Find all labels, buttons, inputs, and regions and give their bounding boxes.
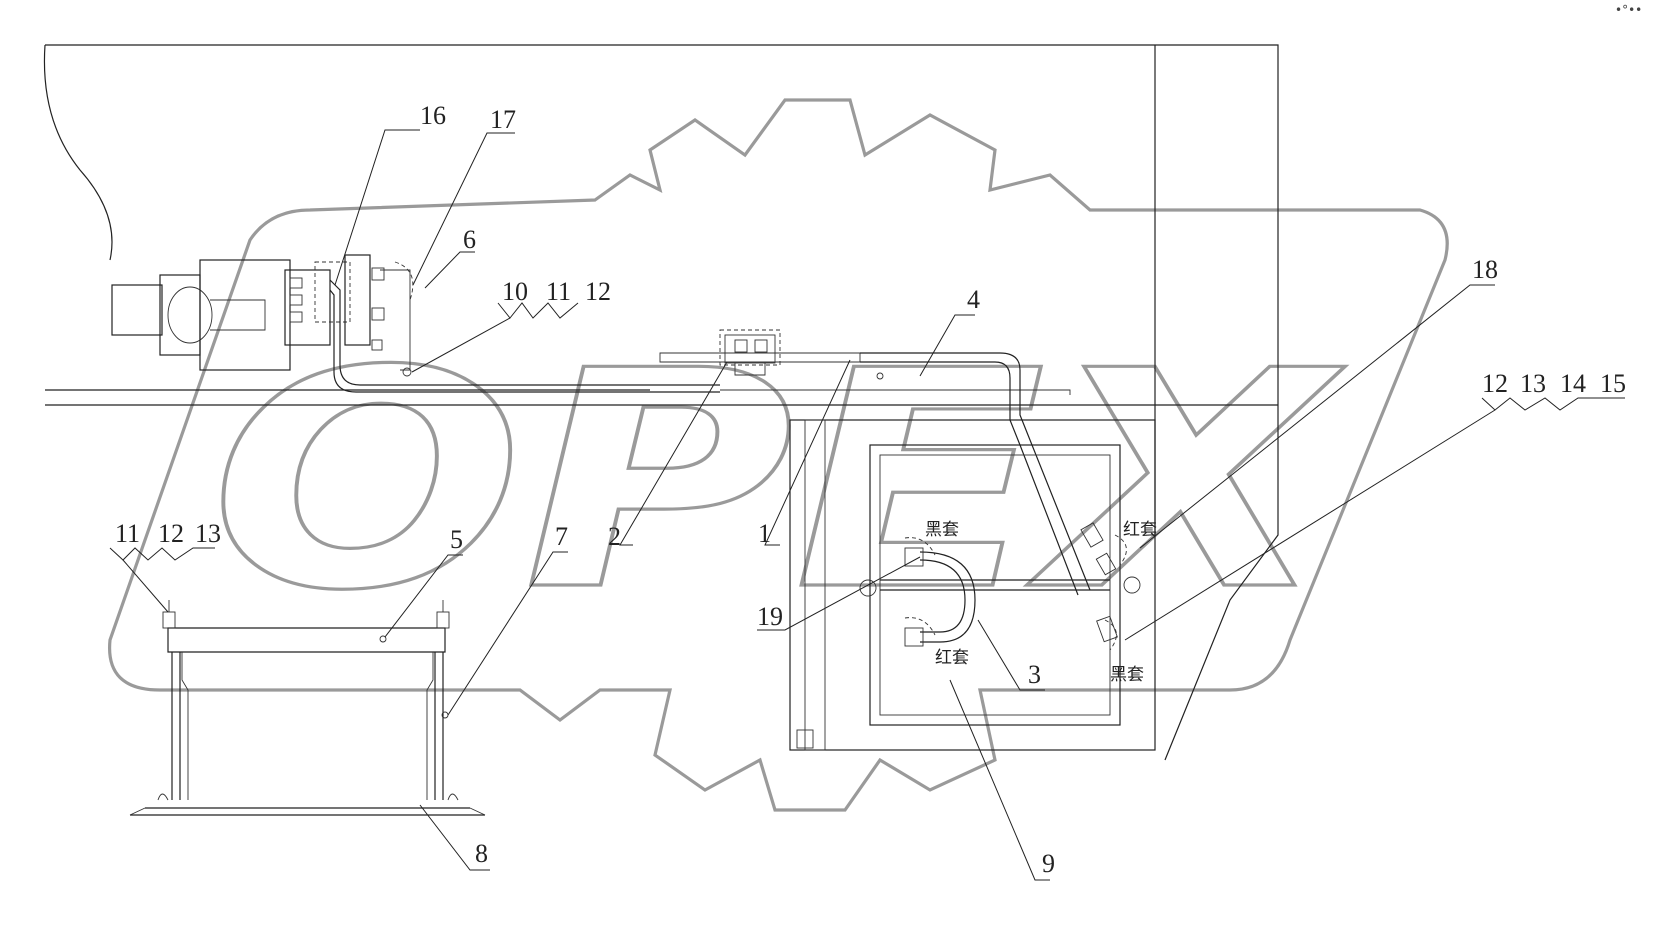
- watermark-text: OPEX: [210, 307, 1345, 656]
- label-red-sleeve-bottom: 红套: [935, 648, 969, 668]
- battery-interconnect-cable: [904, 537, 976, 647]
- starter-cable-2: [329, 289, 720, 393]
- watermark-logo: OPEX: [108, 98, 1449, 812]
- callout-group2-15: 15: [1600, 369, 1626, 398]
- callout-10: 10: [502, 277, 528, 306]
- callout-19: 19: [757, 602, 783, 631]
- main-cable-4b: [860, 361, 1079, 596]
- callout-3: 3: [1028, 660, 1041, 689]
- starter-motor: [111, 254, 414, 377]
- callout-16: 16: [420, 101, 446, 130]
- callout-5: 5: [450, 525, 463, 554]
- callout-17: 17: [490, 105, 516, 134]
- callout-group1-11: 11: [115, 519, 140, 548]
- label-red-sleeve-top: 红套: [1123, 520, 1157, 540]
- watermark-gear-outline: [108, 98, 1449, 812]
- callout-group2-12: 12: [1482, 369, 1508, 398]
- callout-12-top: 12: [585, 277, 611, 306]
- callout-numbers: 16 17 6 10 11 12 4 18 12 13 14 15 11 12 …: [115, 101, 1626, 878]
- main-cable-4: [860, 352, 1091, 591]
- label-black-sleeve-top: 黑套: [925, 520, 959, 540]
- label-black-sleeve-bottom: 黑套: [1110, 665, 1144, 685]
- leader-lines: [109, 129, 1625, 881]
- corner-mark: •°••: [1615, 3, 1642, 17]
- callout-9: 9: [1042, 849, 1055, 878]
- callout-11-top: 11: [546, 277, 571, 306]
- callout-group2-14: 14: [1560, 369, 1586, 398]
- starter-cable: [329, 279, 720, 386]
- callout-group1-12: 12: [158, 519, 184, 548]
- battery-terminals: [1080, 522, 1127, 651]
- callout-8: 8: [475, 839, 488, 868]
- callout-6: 6: [463, 225, 476, 254]
- callout-1: 1: [758, 519, 771, 548]
- callout-4: 4: [967, 285, 980, 314]
- callout-group2-13: 13: [1520, 369, 1546, 398]
- callout-2: 2: [608, 522, 621, 551]
- callout-18: 18: [1472, 255, 1498, 284]
- battery-box: [789, 419, 1156, 751]
- callout-7: 7: [555, 522, 568, 551]
- sleeve-labels: 黑套 红套 红套 黑套: [925, 520, 1157, 685]
- callout-group1-13: 13: [195, 519, 221, 548]
- battery-holder: [129, 600, 486, 816]
- battery-main-switch: [659, 329, 861, 376]
